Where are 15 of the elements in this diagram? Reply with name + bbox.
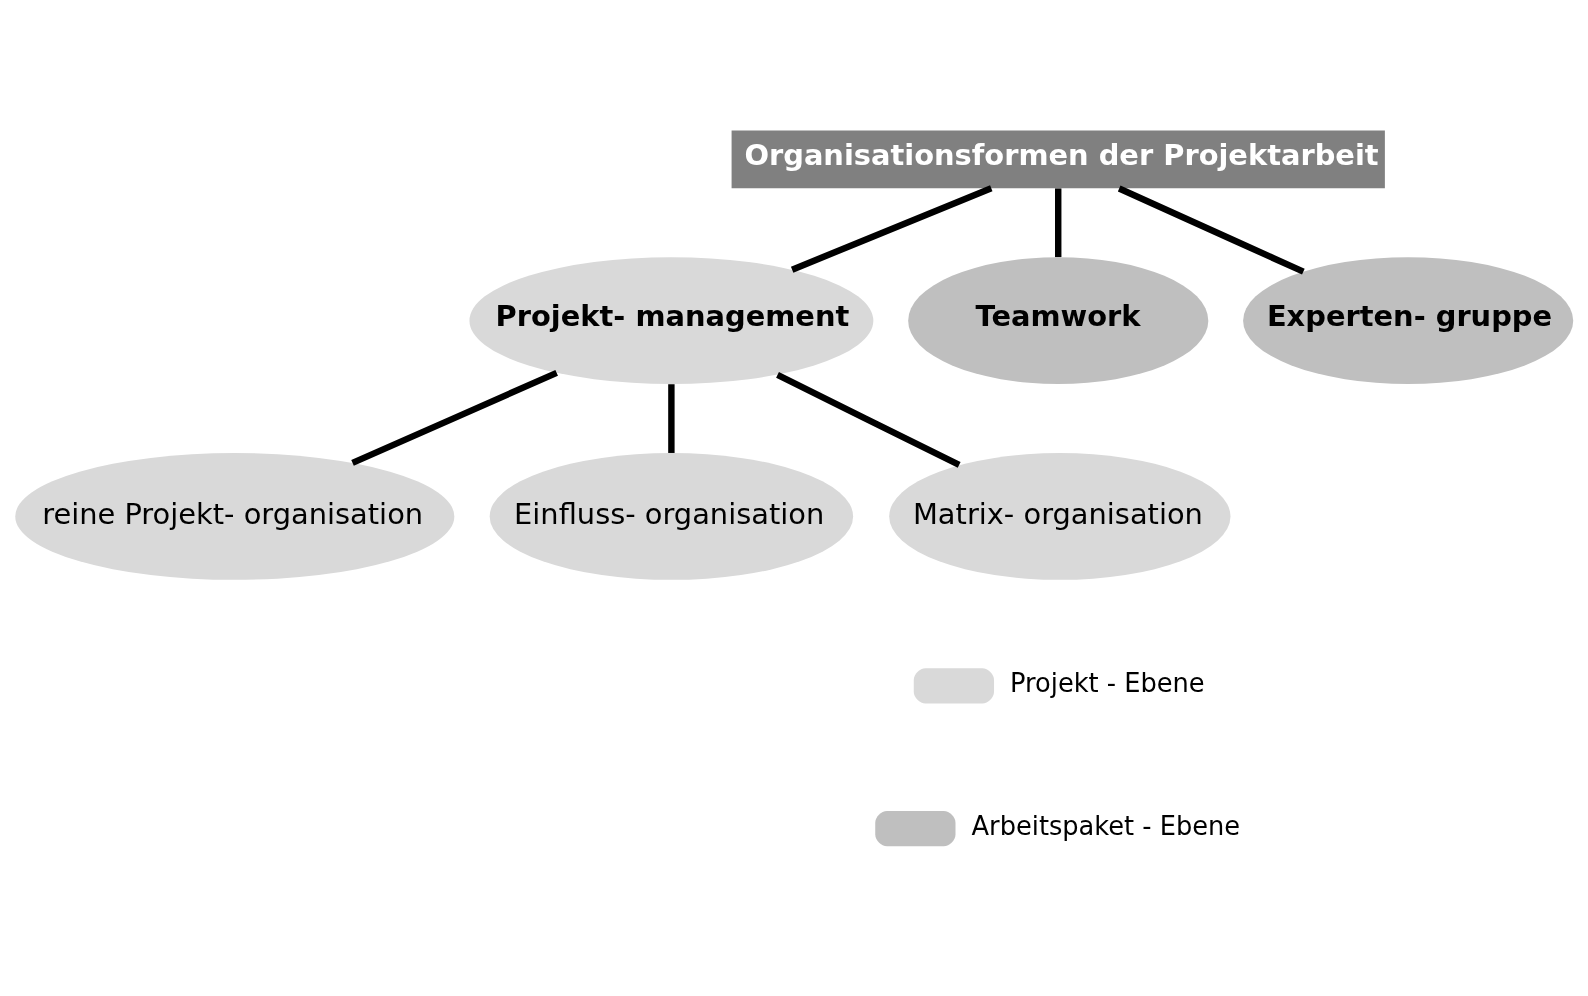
- legend-label: Projekt - Ebene: [1010, 667, 1205, 698]
- node-ellipse: Projekt- management: [469, 257, 874, 385]
- connector: [1055, 188, 1062, 258]
- connector: [1117, 185, 1305, 275]
- node-box: Organisationsformen der Projektarbeit: [731, 130, 1385, 189]
- node-ellipse: reine Projekt- organisation: [15, 453, 455, 580]
- connector: [790, 185, 993, 273]
- connector: [351, 369, 558, 466]
- connector: [776, 372, 961, 468]
- node-ellipse: Einfluss- organisation: [489, 453, 854, 580]
- node-ellipse: Experten- gruppe: [1243, 257, 1574, 385]
- node-ellipse: Teamwork: [908, 257, 1209, 385]
- connector: [668, 384, 675, 453]
- legend-label: Arbeitspaket - Ebene: [971, 810, 1241, 841]
- node-ellipse: Matrix- organisation: [889, 453, 1231, 580]
